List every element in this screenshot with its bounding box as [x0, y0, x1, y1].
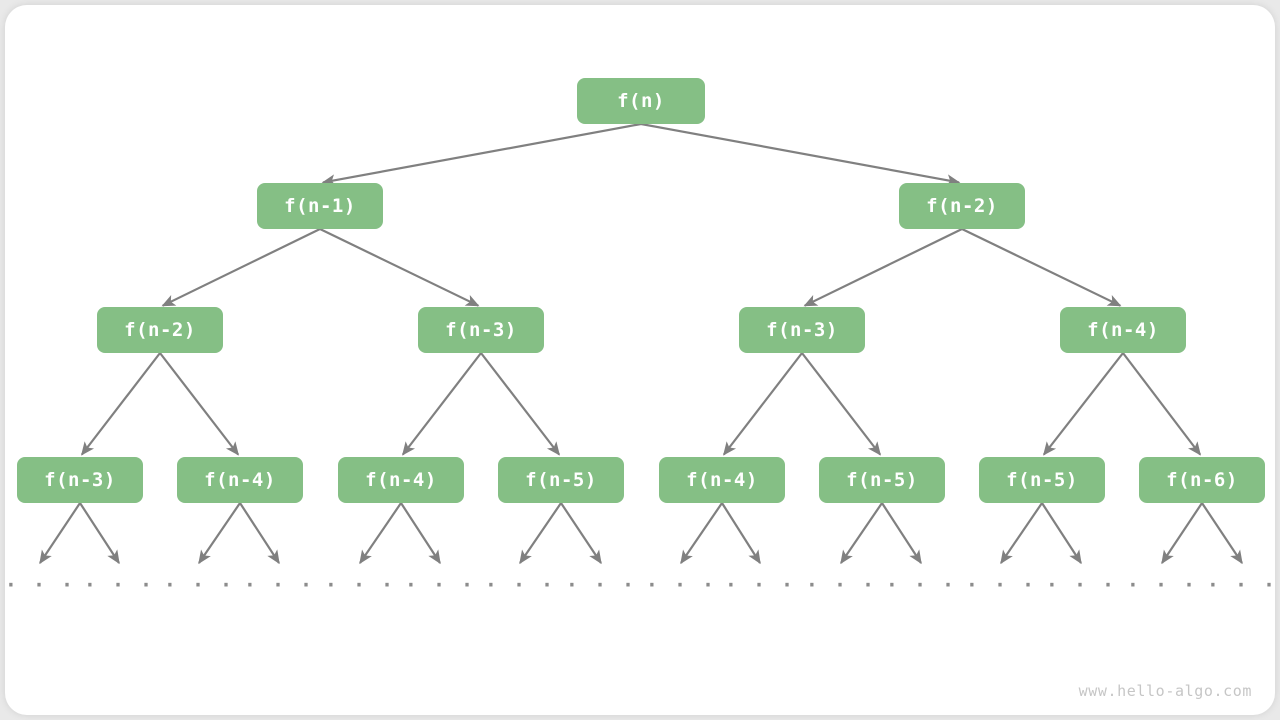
tree-node[interactable]: f(n-4): [177, 457, 303, 503]
tree-edge: [1122, 352, 1202, 456]
tree-edge: [480, 352, 561, 456]
tree-leaf-edge: [721, 502, 761, 565]
tree-ellipsis: · · ·: [565, 573, 637, 597]
tree-leaf-edge: [881, 502, 922, 565]
tree-leaf-edge: [239, 502, 280, 565]
tree-ellipsis: · · ·: [645, 573, 717, 597]
tree-edge: [321, 122, 642, 187]
tree-ellipsis: · · ·: [724, 573, 796, 597]
tree-edge: [159, 352, 240, 456]
tree-node[interactable]: f(n-1): [257, 183, 383, 229]
tree-leaf-edge: [79, 502, 120, 565]
tree-leaf-edge: [519, 502, 562, 565]
tree-node[interactable]: f(n-3): [418, 307, 544, 353]
tree-leaf-edge: [400, 502, 441, 565]
tree-node[interactable]: f(n-3): [739, 307, 865, 353]
tree-leaf-edge: [1161, 502, 1203, 565]
tree-leaf-edge: [1041, 502, 1082, 565]
tree-ellipsis: · · ·: [324, 573, 396, 597]
tree-node[interactable]: f(n-5): [498, 457, 624, 503]
tree-ellipsis: · · ·: [1206, 573, 1278, 597]
tree-node[interactable]: f(n-5): [819, 457, 945, 503]
tree-leaf-edge: [1201, 502, 1243, 565]
tree-edge: [161, 228, 321, 307]
tree-node[interactable]: f(n-4): [338, 457, 464, 503]
tree-node[interactable]: f(n): [577, 78, 705, 124]
tree-ellipsis: · · ·: [83, 573, 155, 597]
tree-node[interactable]: f(n-4): [659, 457, 785, 503]
watermark-label: www.hello-algo.com: [1078, 682, 1252, 700]
tree-edge: [319, 228, 480, 307]
tree-node[interactable]: f(n-4): [1060, 307, 1186, 353]
tree-edge: [80, 352, 161, 456]
tree-edge: [401, 352, 482, 456]
tree-node[interactable]: f(n-3): [17, 457, 143, 503]
tree-ellipsis: · · ·: [243, 573, 315, 597]
tree-ellipsis: · · ·: [805, 573, 877, 597]
tree-leaf-edge: [840, 502, 883, 565]
tree-ellipsis: · · ·: [885, 573, 957, 597]
tree-leaf-edge: [560, 502, 602, 565]
tree-leaf-edge: [198, 502, 241, 565]
tree-edge: [640, 122, 961, 187]
tree-node[interactable]: f(n-2): [97, 307, 223, 353]
tree-ellipsis: · · ·: [1045, 573, 1117, 597]
tree-ellipsis: · · ·: [484, 573, 556, 597]
tree-node[interactable]: f(n-5): [979, 457, 1105, 503]
tree-edge: [803, 228, 963, 307]
tree-leaf-edge: [1000, 502, 1043, 565]
tree-edge: [801, 352, 882, 456]
tree-node[interactable]: f(n-2): [899, 183, 1025, 229]
tree-node[interactable]: f(n-6): [1139, 457, 1265, 503]
tree-edge: [1042, 352, 1124, 456]
tree-leaf-edge: [680, 502, 723, 565]
tree-leaf-edge: [359, 502, 402, 565]
tree-ellipsis: · · ·: [965, 573, 1037, 597]
tree-ellipsis: · · ·: [404, 573, 476, 597]
tree-edge: [722, 352, 803, 456]
tree-ellipsis: · · ·: [1126, 573, 1198, 597]
tree-leaf-edge: [39, 502, 81, 565]
tree-ellipsis: · · ·: [4, 573, 76, 597]
tree-ellipsis: · · ·: [163, 573, 235, 597]
tree-edge: [961, 228, 1122, 307]
